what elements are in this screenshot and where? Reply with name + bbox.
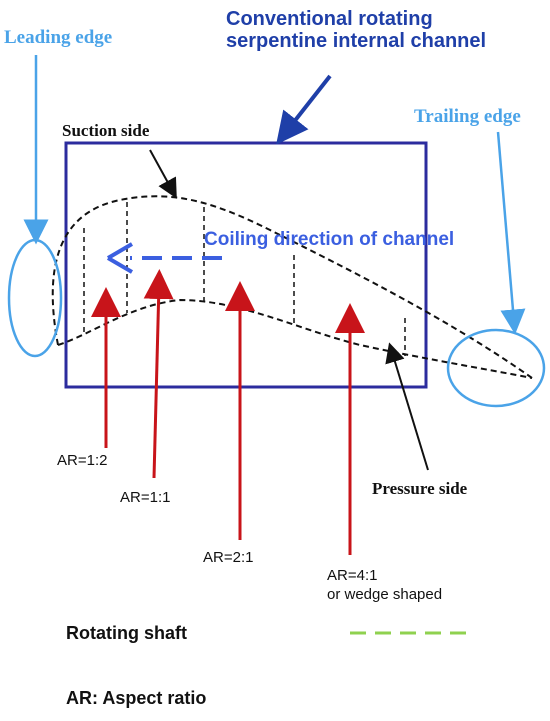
title-pointer [276, 74, 332, 145]
pressure-side-pointer [385, 342, 429, 471]
suction-side-pointer [149, 149, 177, 199]
ar-4-1-label: AR=4:1 [327, 567, 378, 584]
ar-1-1-arrow [143, 269, 174, 479]
coiling-arrow-head [106, 242, 134, 274]
pressure-side-label: Pressure side [372, 479, 468, 498]
title-line: Conventional rotating serpentine interna… [226, 8, 487, 52]
ar-2-1-label: AR=2:1 [203, 549, 254, 566]
leading-edge-label: Leading edge [4, 27, 113, 48]
ar-1-2-label: AR=1:2 [57, 452, 108, 469]
channel-box [64, 141, 428, 389]
trailing-edge-pointer [496, 131, 526, 335]
airfoil-pressure-curve [57, 298, 533, 379]
trailing-edge-ellipse [446, 328, 546, 408]
airfoil-suction-curve [51, 195, 533, 379]
trailing-edge-label: Trailing edge [414, 106, 521, 127]
suction-side-label: Suction side [62, 121, 150, 140]
leading-edge-ellipse [7, 238, 63, 358]
aspect-ratio-legend: AR: Aspect ratio [66, 688, 207, 708]
coiling-direction-label: Coiling direction of channel [204, 229, 455, 250]
ar-1-1-label: AR=1:1 [120, 489, 171, 506]
ar-4-1-sub-label: or wedge shaped [327, 586, 443, 603]
rotating-shaft-label: Rotating shaft [66, 623, 187, 643]
